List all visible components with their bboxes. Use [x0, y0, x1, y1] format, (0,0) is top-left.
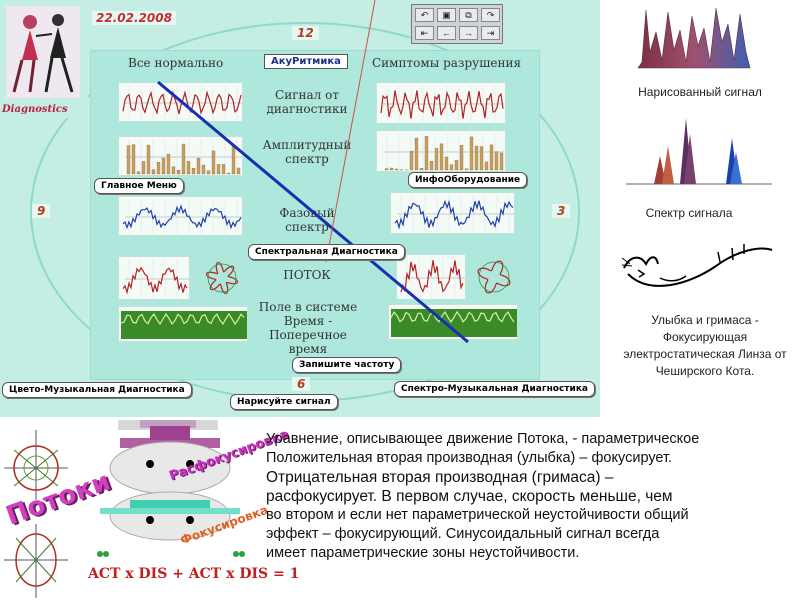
- drawn-signal-caption: Нарисованный сигнал: [638, 85, 762, 99]
- first-icon[interactable]: ⇤: [415, 26, 434, 40]
- destruction-amplitude-plot: [376, 130, 506, 172]
- drawn-signal-image: [637, 7, 751, 69]
- spectro-music-button[interactable]: Спектро-Музыкальная Диагностика: [394, 381, 596, 397]
- description-text: Уравнение, описывающее движение Потока, …: [266, 430, 796, 563]
- logo[interactable]: Diagnostics: [0, 0, 88, 118]
- destruction-title: Симптомы разрушения: [372, 56, 522, 70]
- destruction-field-plot: [388, 304, 518, 340]
- smiling-head: [100, 491, 240, 541]
- normal-field-plot: [118, 306, 248, 342]
- spectral-diagnostics-button[interactable]: Спектральная Диагностика: [248, 244, 405, 260]
- spectrum-image: [626, 118, 772, 185]
- clock-number-6: 6: [292, 377, 311, 391]
- description-line-6: эффект – фокусирующий. Синусоидальный си…: [266, 526, 660, 542]
- clock-number-9: 9: [32, 204, 51, 218]
- description-line-4: расфокусирует. В первом случае, скорость…: [266, 488, 673, 505]
- normal-signal-plot: [118, 82, 243, 122]
- color-music-button[interactable]: Цвето-Музыкальная Диагностика: [2, 382, 192, 398]
- description-line-2: Положительная вторая производная (улыбка…: [266, 450, 673, 466]
- frowning-head: [109, 420, 231, 495]
- acurhythmics-title[interactable]: АкуРитмика: [264, 54, 348, 69]
- destruction-phase-plot: [390, 192, 515, 234]
- phase-label: Фазовый спектр: [279, 206, 335, 234]
- spectrum-caption: Спектр сигнала: [645, 206, 733, 220]
- forward-icon[interactable]: →: [459, 26, 478, 40]
- description-line-1: Уравнение, описывающее движение Потока, …: [266, 431, 700, 447]
- destruction-signal-plot: [376, 82, 506, 124]
- normal-flow-plot: [118, 256, 190, 300]
- description-line-5: во втором и если нет параметрической неу…: [266, 507, 689, 523]
- polar-plot-top: [4, 430, 68, 506]
- amplitude-label: Амплитудный спектр: [262, 138, 352, 166]
- description-line-3: Отрицательная вторая производная (гримас…: [266, 469, 614, 486]
- last-icon[interactable]: ⇥: [481, 26, 500, 40]
- cheshire-cat-smile-icon: [621, 244, 773, 287]
- normal-polar-plot: [200, 258, 244, 298]
- description-line-7: имеет параметрические зоны неустойчивост…: [266, 545, 580, 561]
- destruction-polar-plot: [472, 256, 516, 298]
- clock-number-12: 12: [292, 26, 319, 40]
- normal-title: Все нормально: [128, 56, 224, 70]
- copy-icon[interactable]: ⧉: [459, 8, 478, 22]
- draw-signal-button[interactable]: Нарисуйте сигнал: [230, 394, 338, 410]
- info-equipment-button[interactable]: ИнфоОборудование: [408, 172, 528, 188]
- normal-amplitude-plot: [118, 136, 243, 176]
- focusing-diagram: [4, 420, 245, 598]
- field-label: Поле в системе Время - Поперечное время: [258, 300, 358, 356]
- undo-icon[interactable]: ↶: [415, 8, 434, 22]
- redo-icon[interactable]: ↷: [481, 8, 500, 22]
- logo-text: Diagnostics: [2, 104, 68, 115]
- navigation-toolbar: ↶▣⧉↷ ⇤←→⇥: [411, 4, 503, 44]
- folder-icon[interactable]: ▣: [437, 8, 456, 22]
- cheshire-cat-caption: Улыбка и гримаса - Фокусирующая электрос…: [623, 313, 787, 378]
- back-icon[interactable]: ←: [437, 26, 456, 40]
- main-menu-button[interactable]: Главное Меню: [94, 178, 184, 194]
- flow-label: ПОТОК: [283, 268, 331, 282]
- act-dis-equation: ACT x DIS + ACT x DIS = 1: [88, 566, 300, 582]
- destruction-flow-plot: [396, 254, 466, 300]
- date-label: 22.02.2008: [92, 11, 176, 25]
- clock-number-3: 3: [552, 204, 571, 218]
- signal-label: Сигнал от диагностики: [266, 88, 348, 116]
- dancers-logo-icon: [6, 6, 80, 98]
- write-frequency-button[interactable]: Запишите частоту: [292, 357, 402, 373]
- polar-plot-bottom: [4, 524, 68, 598]
- normal-phase-plot: [118, 196, 243, 236]
